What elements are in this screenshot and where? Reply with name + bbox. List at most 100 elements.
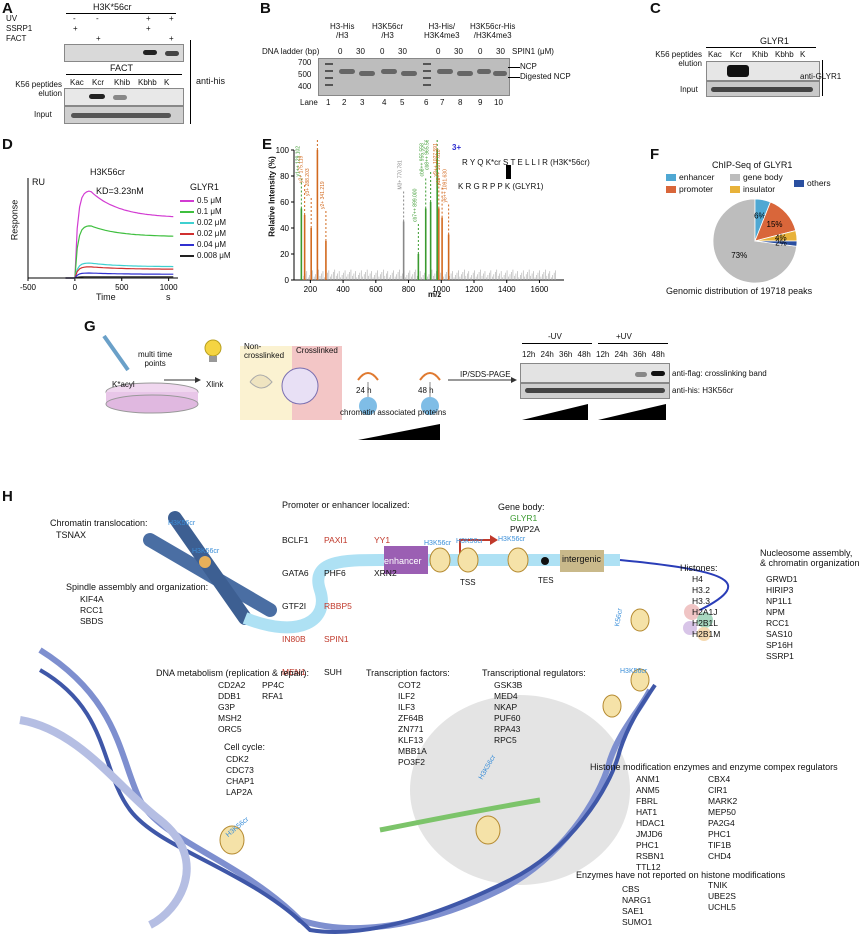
panel-a-row-uv: UV — [6, 14, 18, 23]
h-dna-title: DNA metabolism (replication & repair): — [156, 668, 310, 678]
panel-c-col: Kac — [708, 50, 722, 59]
h-enz-col1: CBS NARG1 SAE1 SUMO1 — [622, 884, 653, 927]
panel-e-letter: E — [262, 136, 273, 153]
h-hme-col2: CBX4 CIR1 MARK2 MEP50 PA2G4 PHC1 TIF1B C… — [708, 774, 738, 861]
h-promoter-item: RBBP5 — [324, 601, 352, 611]
x-tick-label: 500 — [115, 283, 129, 292]
panel-g-uv-line — [598, 343, 668, 344]
legend-label: 0.02 μM — [197, 229, 227, 238]
panel-c-blot-elution — [706, 61, 820, 81]
panel-g-cross: Crosslinked — [296, 346, 338, 355]
panel-b-lane: 4 — [382, 98, 387, 107]
y-tick-label: 80 — [280, 172, 289, 181]
pie-chart: 73%6%15%4%2% — [712, 198, 798, 284]
panel-a-mark: + — [96, 34, 101, 43]
panel-c-line — [706, 47, 816, 48]
panel-a-elution-label: K56 peptides elution — [15, 80, 62, 98]
series-line — [65, 276, 174, 279]
x-tick-label: 1600 — [531, 285, 549, 294]
h-promoter-item: XRN2 — [374, 568, 397, 578]
h-promoter-item: IN80B — [282, 634, 306, 644]
panel-b-lane: 8 — [458, 98, 463, 107]
peak-label: y9++ 1027.591 — [433, 143, 439, 177]
panel-e-seq1: R Y Q K*cr S T E L L I R (H3K*56cr) — [462, 158, 590, 167]
panel-b-arrow-icon — [508, 77, 520, 78]
panel-b-ladder-label: DNA ladder (bp) — [262, 47, 320, 56]
x-tick-label: 0 — [73, 283, 78, 292]
legend-label: promoter — [679, 184, 714, 194]
panel-g-ip: IP/SDS-PAGE — [460, 370, 511, 379]
panel-a-row-ssrp1: SSRP1 — [6, 24, 33, 33]
panel-e-seq2: K R G R P P K (GLYR1) — [458, 182, 544, 191]
pie-slice — [754, 240, 798, 247]
panel-b-lane: 2 — [342, 98, 347, 107]
legend-label: 0.02 μM — [197, 218, 227, 227]
h-tf: COT2 ILF2 ILF3 ZF64B ZN771 KLF13 MBB1A P… — [398, 680, 427, 767]
panel-c-peptide-label: K56 peptides elution — [655, 50, 702, 68]
panel-d-xlabel: Time — [96, 292, 116, 302]
panel-a-mark: + — [169, 34, 174, 43]
peak-label: y10++ 1077.610 — [436, 149, 442, 185]
h-mark: H3K56cr — [498, 536, 526, 543]
series-line — [65, 190, 174, 279]
legend-label: enhancer — [679, 172, 715, 182]
panel-f-letter: F — [650, 146, 660, 163]
panel-b-conc: 0 — [478, 47, 483, 56]
h-nucleosome-title: Nucleosome assembly, & chromatin organiz… — [760, 548, 860, 568]
panel-a-fact-label: FACT — [110, 63, 134, 73]
y-tick-label: 40 — [280, 224, 289, 233]
legend-swatch — [180, 210, 194, 213]
time-label: 24h — [540, 350, 554, 359]
h-tf-title: Transcription factors: — [366, 668, 450, 678]
legend-entry: 0.02 μM — [180, 229, 226, 238]
h-cellcycle-title: Cell cycle: — [224, 742, 266, 752]
legend-label: 0.008 μM — [197, 251, 231, 260]
panel-c-header: GLYR1 — [760, 36, 789, 46]
legend-swatch — [730, 174, 740, 182]
h-promoter-title: Promoter or enhancer localized: — [282, 500, 410, 510]
panel-c-col: K — [800, 50, 806, 59]
legend-entry: 0.04 μM — [180, 240, 226, 249]
h-treg-title: Transcriptional regulators: — [482, 668, 586, 678]
panel-b-conc: 30 — [496, 47, 505, 56]
panel-g-minus-uv: -UV — [548, 332, 562, 341]
panel-b-arrow-icon — [508, 67, 520, 68]
panel-g-multi: multi time points — [138, 350, 173, 368]
x-tick-label: 600 — [369, 285, 383, 294]
h-promoter-item: SPIN1 — [324, 634, 349, 644]
pie-label: 15% — [767, 220, 783, 229]
panel-a-mark: - — [96, 14, 99, 23]
panel-b-ncp: NCP — [520, 62, 537, 71]
chromatin-illustration — [19, 511, 730, 934]
gradient-wedge-icon — [522, 404, 666, 420]
legend-swatch — [666, 174, 676, 182]
x-tick-label: 400 — [336, 285, 350, 294]
panel-b-lane: 6 — [424, 98, 429, 107]
pie-label: 6% — [754, 211, 766, 220]
panel-g-letter: G — [84, 318, 96, 335]
panel-c-col: Kbhb — [775, 50, 794, 59]
panel-b-conc: 30 — [454, 47, 463, 56]
y-tick-label: 100 — [276, 146, 290, 155]
h-intergenic: intergenic — [562, 554, 602, 564]
panel-g-his: anti-his: H3K56cr — [672, 386, 734, 395]
legend-entry: 0.02 μM — [180, 218, 226, 227]
h-mark: H3K56cr — [456, 538, 484, 545]
panel-a-mark: + — [73, 24, 78, 33]
panel-b-conc: 30 — [356, 47, 365, 56]
time-label: 48h — [577, 350, 591, 359]
panel-c-antibody: anti-GLYR1 — [800, 72, 842, 81]
panel-g-blot-flag — [520, 363, 670, 383]
h-mark: H3K56cr — [424, 540, 452, 547]
h-tes: TES — [538, 576, 554, 585]
h-promoter-col3: YY1 XRN2 — [374, 513, 397, 590]
panel-b-lane: 9 — [478, 98, 483, 107]
panel-b-letter: B — [260, 0, 271, 17]
panel-e-xlabel: m/z — [428, 290, 442, 299]
legend-entry: others — [794, 178, 831, 188]
panel-a-input-label: Input — [34, 110, 52, 119]
legend-label: 0.5 μM — [197, 196, 222, 205]
